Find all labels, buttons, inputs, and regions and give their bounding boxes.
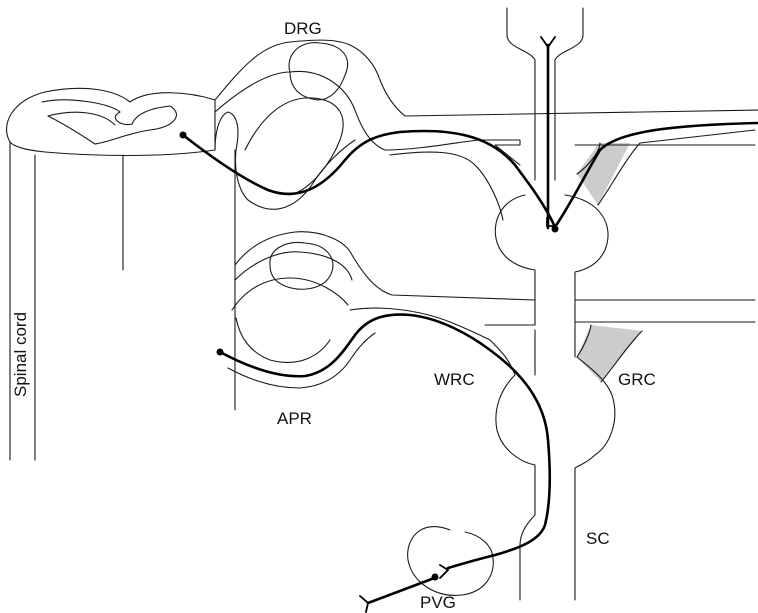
synapse-terminal-pvg <box>440 565 448 578</box>
neuron-soma-upper-ganglion <box>552 226 559 233</box>
lower-neuron-pathway <box>220 315 550 568</box>
spinal-cord-grey-matter <box>42 100 176 144</box>
sympathetic-chain-top-right <box>555 8 583 180</box>
apr-label: APR <box>277 410 312 427</box>
ventral-root-lower <box>232 278 348 310</box>
dorsal-root-lower-edge <box>215 71 480 150</box>
spinal-cord-grey-matter-dorsal <box>48 112 115 125</box>
ventral-root-lower-edge <box>236 318 330 362</box>
upper-neuron-pathway <box>183 123 757 227</box>
synapse-terminal-top <box>541 37 555 47</box>
neuron-soma-apr <box>217 349 224 356</box>
white-ramus-communicans <box>490 340 535 545</box>
synapse-terminal-distal <box>360 596 368 612</box>
neuron-soma-spinal-cord <box>180 132 187 139</box>
lower-ganglion-body <box>270 242 333 289</box>
drg-label: DRG <box>284 20 322 37</box>
wrc-label: WRC <box>434 371 475 388</box>
neuron-soma-pvg <box>432 574 439 581</box>
pvg-label: PVG <box>420 594 456 611</box>
spinal-nerve-upper-ventral-edge <box>640 130 755 143</box>
dorsal-root-lower <box>235 232 535 300</box>
sympathetic-chain-top-left <box>507 8 535 180</box>
spinal-nerve-upper-trunk <box>390 152 503 220</box>
dorsal-root-upper <box>215 40 758 116</box>
sympathetic-ganglion-lower <box>575 357 615 600</box>
prevertebral-ganglion-inner <box>465 532 493 558</box>
ventral-root-upper-inner <box>245 98 343 195</box>
sc-label: SC <box>586 530 610 547</box>
spinal-cord-label: Spinal cord <box>12 312 29 397</box>
sympathetic-ganglion-upper <box>495 195 608 300</box>
grc-label: GRC <box>618 371 656 388</box>
dorsal-root-lower-inner <box>235 252 352 280</box>
prevertebral-ganglion <box>408 527 494 596</box>
